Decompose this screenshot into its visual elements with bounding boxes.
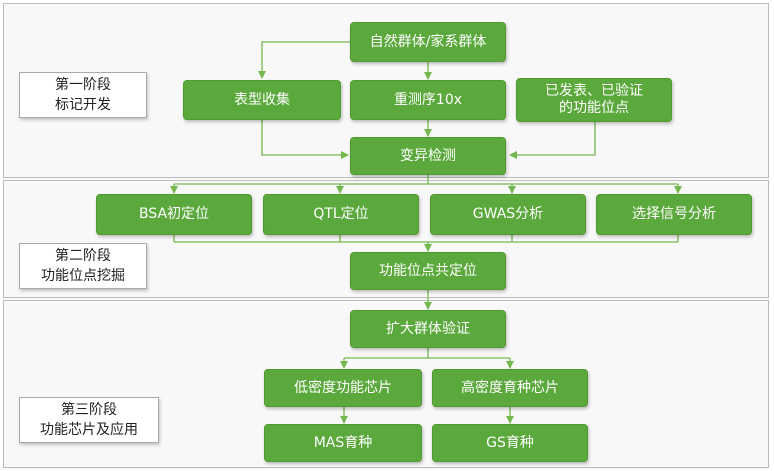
stage3-label: 第三阶段 功能芯片及应用 bbox=[19, 397, 159, 443]
expand-validation-node: 扩大群体验证 bbox=[350, 310, 506, 348]
variant-detection-node: 变异检测 bbox=[350, 137, 506, 175]
colocalization-node: 功能位点共定位 bbox=[350, 252, 506, 290]
gwas-node: GWAS分析 bbox=[430, 194, 586, 235]
resequencing-node: 重测序10x bbox=[350, 80, 506, 120]
stage1-subtitle: 标记开发 bbox=[55, 97, 111, 113]
stage1-title: 第一阶段 bbox=[55, 77, 111, 93]
phenotype-node: 表型收集 bbox=[183, 80, 341, 120]
published-sites-node: 已发表、已验证 的功能位点 bbox=[516, 78, 672, 122]
stage2-label: 第二阶段 功能位点挖掘 bbox=[19, 243, 147, 289]
selection-signal-node: 选择信号分析 bbox=[596, 194, 752, 235]
population-node: 自然群体/家系群体 bbox=[350, 22, 506, 62]
gs-breeding-node: GS育种 bbox=[432, 424, 588, 462]
qtl-node: QTL定位 bbox=[263, 194, 419, 235]
high-density-chip-node: 高密度育种芯片 bbox=[432, 369, 588, 407]
stage1-label: 第一阶段 标记开发 bbox=[19, 72, 147, 118]
bsa-node: BSA初定位 bbox=[96, 194, 252, 235]
stage2-title: 第二阶段 bbox=[55, 248, 111, 264]
stage2-subtitle: 功能位点挖掘 bbox=[41, 268, 125, 284]
low-density-chip-node: 低密度功能芯片 bbox=[264, 369, 422, 407]
stage3-subtitle: 功能芯片及应用 bbox=[40, 422, 138, 438]
stage3-title: 第三阶段 bbox=[61, 402, 117, 418]
mas-breeding-node: MAS育种 bbox=[264, 424, 422, 462]
